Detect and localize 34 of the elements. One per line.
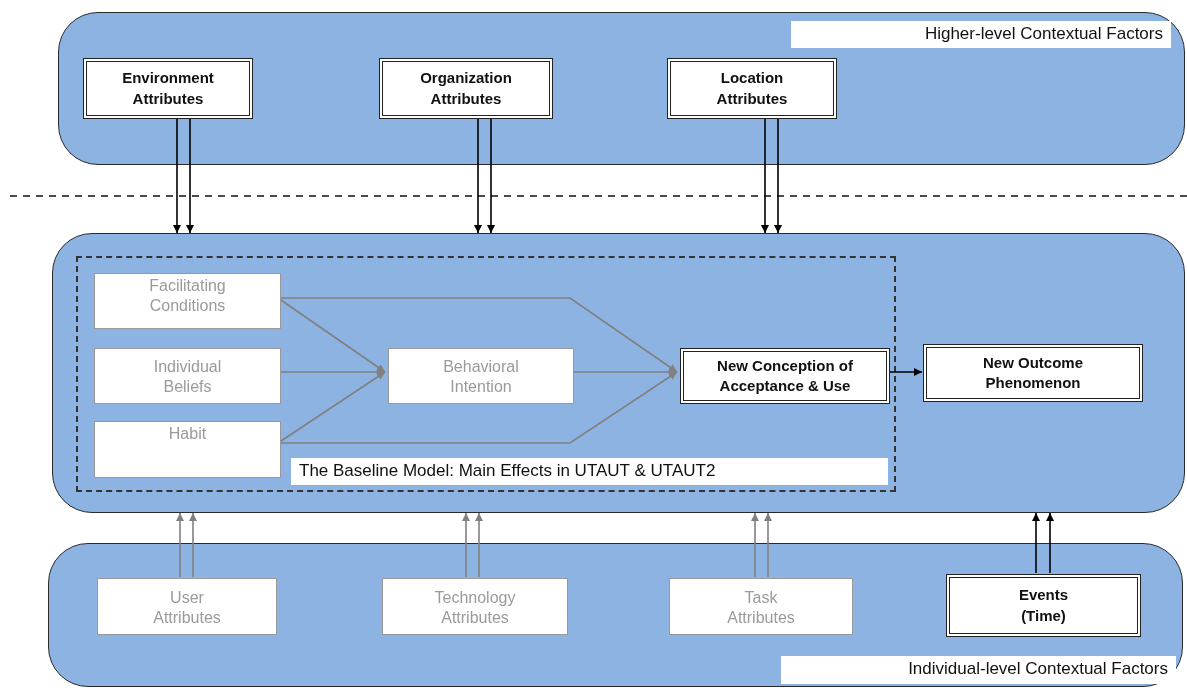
panel-title: The Baseline Model: Main Effects in UTAUT & UTAUT2 (291, 458, 888, 485)
construct-box: Environment Attributes (83, 58, 253, 119)
construct-box: Organization Attributes (379, 58, 553, 119)
arrow (764, 512, 772, 578)
arrow (761, 117, 769, 234)
construct-box: Habit (94, 421, 281, 478)
dashed-boundary (76, 256, 896, 492)
construct-box: New Conception of Acceptance & Use (680, 348, 890, 404)
construct-box: Task Attributes (669, 578, 853, 635)
construct-box: New Outcome Phenomenon (923, 344, 1143, 402)
construct-box: Location Attributes (667, 58, 837, 119)
construct-box: Technology Attributes (382, 578, 568, 635)
model-panel (52, 233, 1185, 513)
construct-box: Individual Beliefs (94, 348, 281, 404)
arrow (487, 117, 495, 234)
arrow (475, 512, 483, 578)
arrow (189, 512, 197, 578)
arrow (173, 117, 181, 234)
band-panel (48, 543, 1183, 687)
construct-box: Events (Time) (946, 574, 1141, 637)
arrow (462, 512, 470, 578)
arrow (1032, 512, 1040, 574)
panel-title: Higher-level Contextual Factors (791, 21, 1171, 48)
panel-title: Individual-level Contextual Factors (781, 656, 1176, 684)
arrow (751, 512, 759, 578)
arrow (186, 117, 194, 234)
construct-box: User Attributes (97, 578, 277, 635)
arrow (1046, 512, 1054, 574)
band-panel (58, 12, 1185, 165)
construct-box: Facilitating Conditions (94, 273, 281, 329)
arrow (774, 117, 782, 234)
construct-box: Behavioral Intention (388, 348, 574, 404)
arrow (474, 117, 482, 234)
arrow (176, 512, 184, 578)
